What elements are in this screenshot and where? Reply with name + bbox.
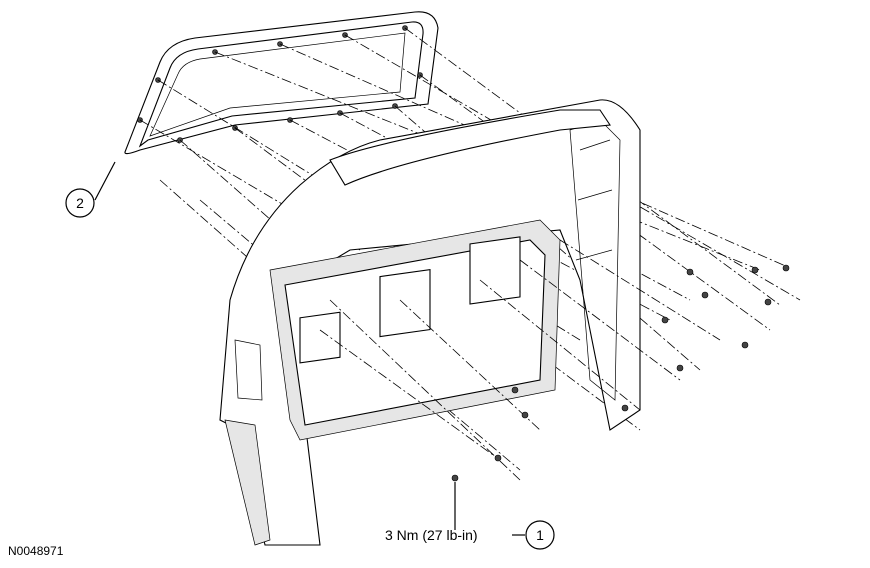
nuts-item-1 xyxy=(319,239,790,482)
callout-2-number: 2 xyxy=(76,195,84,211)
callout-1-number: 1 xyxy=(536,527,544,543)
callout-2: 2 xyxy=(65,161,116,218)
callout-1: 3 Nm (27 lb-in) 1 xyxy=(385,482,555,550)
cab-back-panel xyxy=(219,99,641,546)
callout-1-circle xyxy=(525,520,555,550)
weatherstrip-frame xyxy=(124,11,439,155)
callout-1-torque-text: 3 Nm (27 lb-in) xyxy=(385,527,478,543)
callout-2-circle xyxy=(65,188,95,218)
figure-id: N0048971 xyxy=(8,544,64,558)
